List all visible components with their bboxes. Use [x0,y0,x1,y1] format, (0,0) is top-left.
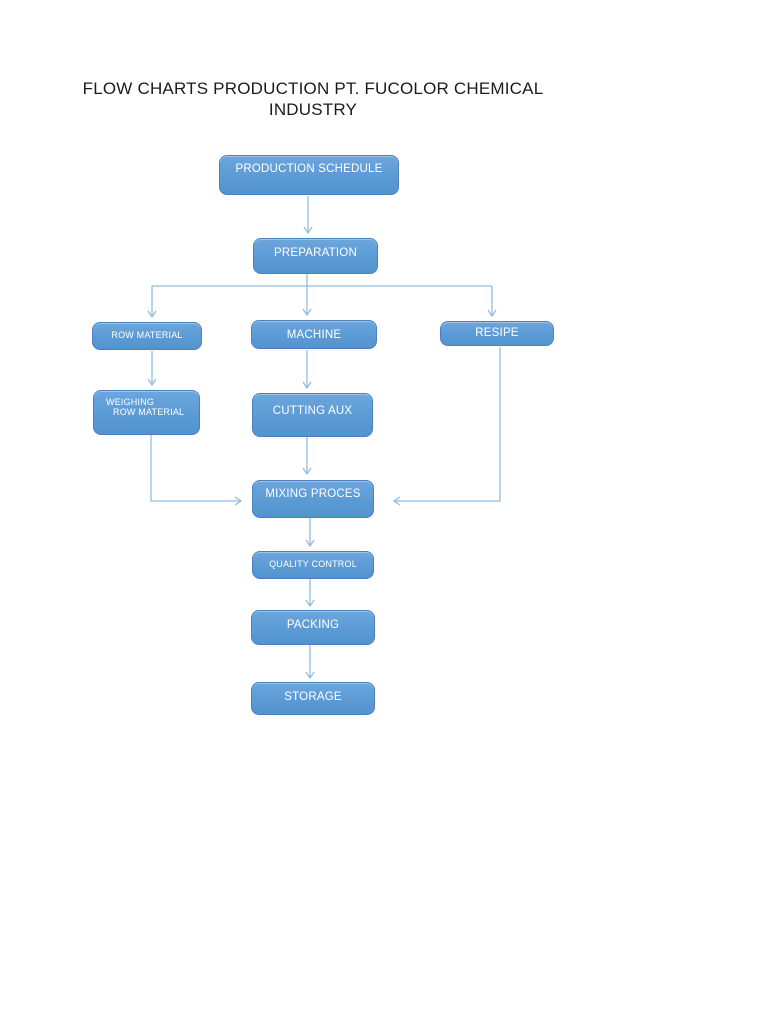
node-packing: PACKING [251,610,375,645]
node-cutting-aux: CUTTING AUX [252,393,373,437]
node-production-schedule: PRODUCTION SCHEDULE [219,155,399,195]
node-label: PRODUCTION SCHEDULE [235,163,383,175]
node-mixing-proces: MIXING PROCES [252,480,374,518]
node-label: MIXING PROCES [265,488,361,500]
node-label: STORAGE [284,691,342,703]
node-storage: STORAGE [251,682,375,715]
node-machine: MACHINE [251,320,377,349]
node-resipe: RESIPE [440,321,554,346]
node-label: PACKING [286,619,340,631]
node-label: PREPARATION [274,247,357,259]
node-label: QUALITY CONTROL [269,559,357,569]
page-title-line1: FLOW CHARTS PRODUCTION PT. FUCOLOR CHEMI… [82,79,544,98]
page-title-line2: INDUSTRY [268,100,358,119]
node-label-line1: WEIGHING [106,397,155,407]
node-label: MACHINE [286,329,342,341]
node-label: ROW MATERIAL [111,330,183,340]
node-weighing-row-material: WEIGHING ROW MATERIAL [93,390,200,435]
page-title: FLOW CHARTS PRODUCTION PT. FUCOLOR CHEMI… [63,78,563,120]
node-preparation: PREPARATION [253,238,378,274]
node-row-material: ROW MATERIAL [92,322,202,350]
node-label-line2: ROW MATERIAL [113,407,185,417]
node-quality-control: QUALITY CONTROL [252,551,374,579]
node-label: RESIPE [475,327,519,339]
node-label: CUTTING AUX [272,405,353,417]
